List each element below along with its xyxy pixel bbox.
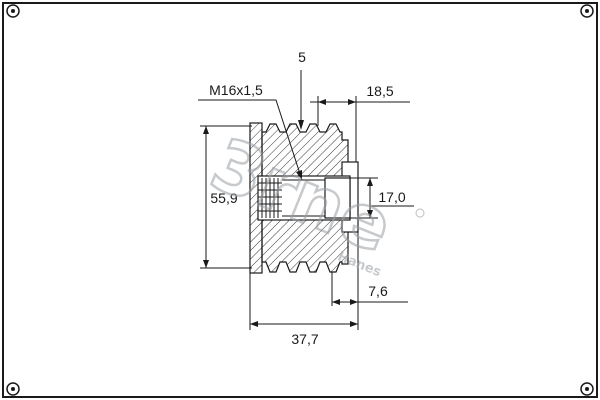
dimension-lines — [198, 70, 414, 330]
inner-diameter-label: 17,0 — [378, 189, 405, 205]
total-width-label: 37,7 — [291, 331, 318, 347]
right-width-label: 18,5 — [366, 83, 393, 99]
corner-marks — [6, 4, 594, 396]
thread-label: M16x1,5 — [209, 82, 263, 98]
registered-mark-icon — [415, 208, 425, 218]
groove-count-label: 5 — [298, 49, 306, 65]
pulley-section — [249, 122, 359, 274]
thread-leader — [198, 99, 303, 181]
dimension-labels: 5 M16x1,5 18,5 55,9 17,0 7,6 37,7 — [209, 49, 406, 347]
outer-diameter-label: 55,9 — [210, 190, 237, 206]
offset-label: 7,6 — [368, 283, 388, 299]
internal-spline — [258, 178, 282, 218]
bore-step — [324, 177, 351, 219]
